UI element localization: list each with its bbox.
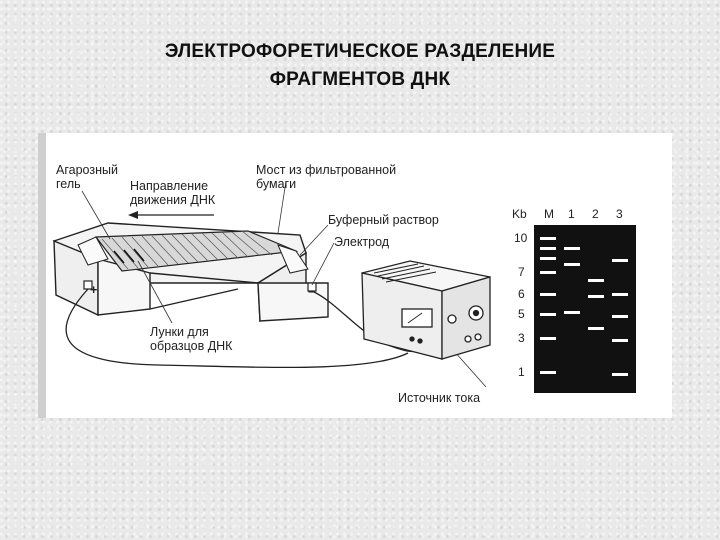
band-m-10	[540, 237, 556, 240]
minus-sign: −	[308, 285, 316, 299]
label-buffer-solution: Буферный раствор	[328, 213, 439, 227]
band-2-b	[588, 295, 604, 298]
lane-label-1: 1	[568, 207, 575, 221]
scan-edge	[38, 133, 46, 418]
lane-label-3: 3	[616, 207, 623, 221]
band-m-5	[540, 313, 556, 316]
plus-sign: +	[90, 283, 98, 297]
label-dna-direction: Направление движения ДНК	[130, 179, 216, 207]
band-2-c	[588, 327, 604, 330]
band-m-8	[540, 257, 556, 260]
label-power-source: Источник тока	[398, 391, 481, 405]
band-3-a	[612, 259, 628, 262]
band-1-b	[564, 263, 580, 266]
band-1-c	[564, 311, 580, 314]
power-supply	[361, 260, 491, 360]
band-m-6	[540, 293, 556, 296]
band-m-7	[540, 271, 556, 274]
band-3-d	[612, 339, 628, 342]
band-m-3	[540, 337, 556, 340]
gel-header-kb: Kb	[512, 207, 527, 221]
paper-bridge	[77, 236, 309, 274]
kb-marker-3: 3	[518, 331, 525, 345]
band-m-1	[540, 371, 556, 374]
kb-marker-6: 6	[518, 287, 525, 301]
lane-label-m: M	[544, 207, 554, 221]
slide-title: ЭЛЕКТРОФОРЕТИЧЕСКОЕ РАЗДЕЛЕНИЕ ФРАГМЕНТО…	[0, 38, 720, 94]
kb-marker-7: 7	[518, 265, 525, 279]
band-3-e	[612, 373, 628, 376]
kb-marker-10: 10	[514, 231, 528, 245]
kb-marker-5: 5	[518, 307, 525, 321]
band-m-9	[540, 247, 556, 250]
label-electrode: Электрод	[334, 235, 390, 249]
leader-lines	[81, 180, 487, 388]
band-3-b	[612, 293, 628, 296]
agarose-gel	[94, 230, 299, 272]
direction-arrow	[128, 211, 214, 219]
title-line-1: ЭЛЕКТРОФОРЕТИЧЕСКОЕ РАЗДЕЛЕНИЕ	[164, 41, 556, 62]
lane-label-2: 2	[592, 207, 599, 221]
electrophoresis-figure: Агарозный гель Направление движения ДНК …	[38, 133, 672, 418]
label-sample-wells: Лунки для образцов ДНК	[150, 325, 233, 353]
label-paper-bridge: Мост из фильтрованной бумаги	[256, 163, 397, 191]
band-3-c	[612, 315, 628, 318]
kb-marker-1: 1	[518, 365, 525, 379]
label-agarose-gel: Агарозный гель	[56, 163, 118, 191]
gel-image	[534, 225, 636, 393]
title-line-2: ФРАГМЕНТОВ ДНК	[269, 69, 451, 90]
band-1-a	[564, 247, 580, 250]
band-2-a	[588, 279, 604, 282]
apparatus-drawing	[38, 133, 636, 418]
